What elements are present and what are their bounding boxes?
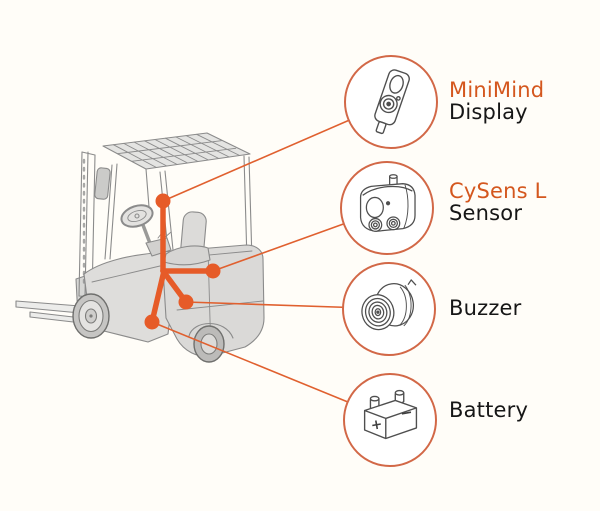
callout-label-sensor: CySens L Sensor bbox=[449, 180, 547, 224]
sensor-icon bbox=[359, 174, 416, 232]
callout-circle-buzzer bbox=[342, 262, 436, 356]
callout-circle-sensor bbox=[340, 161, 434, 255]
callout-main-label: Buzzer bbox=[449, 296, 522, 320]
leader-line-buzzer bbox=[185, 301, 366, 309]
rear-wheel bbox=[188, 323, 234, 363]
battery-plus-marking: + bbox=[369, 416, 383, 434]
mount-dot-display bbox=[155, 193, 171, 209]
callout-main-label: Display bbox=[449, 100, 528, 124]
harness-branch-left bbox=[149, 268, 167, 325]
callout-accent-label: MiniMind bbox=[449, 78, 545, 102]
callout-label-buzzer: Buzzer bbox=[449, 297, 522, 319]
callout-label-battery: Battery bbox=[449, 399, 528, 421]
callout-main-label: Sensor bbox=[449, 201, 523, 225]
buzzer-icon bbox=[361, 279, 417, 331]
battery-icon: + − bbox=[363, 389, 418, 440]
callout-main-label: Battery bbox=[449, 398, 529, 422]
callout-circle-battery: + − bbox=[343, 373, 437, 467]
mount-dot-buzzer bbox=[178, 294, 194, 310]
leader-line-sensor bbox=[212, 217, 361, 272]
battery-minus-marking: − bbox=[399, 404, 414, 423]
seat bbox=[163, 211, 211, 266]
cab-posts bbox=[104, 155, 253, 262]
mount-dot-battery bbox=[144, 314, 160, 330]
forklift-illustration bbox=[15, 132, 265, 363]
callout-accent-label: CySens L bbox=[449, 179, 547, 203]
callout-label-display: MiniMind Display bbox=[449, 79, 544, 123]
mount-dot-sensor bbox=[205, 263, 221, 279]
front-wheel bbox=[72, 293, 110, 339]
leader-line-battery bbox=[151, 321, 366, 410]
overhead-guard bbox=[102, 132, 251, 170]
callout-circle-display bbox=[344, 55, 438, 149]
remote-display-icon bbox=[374, 69, 410, 135]
